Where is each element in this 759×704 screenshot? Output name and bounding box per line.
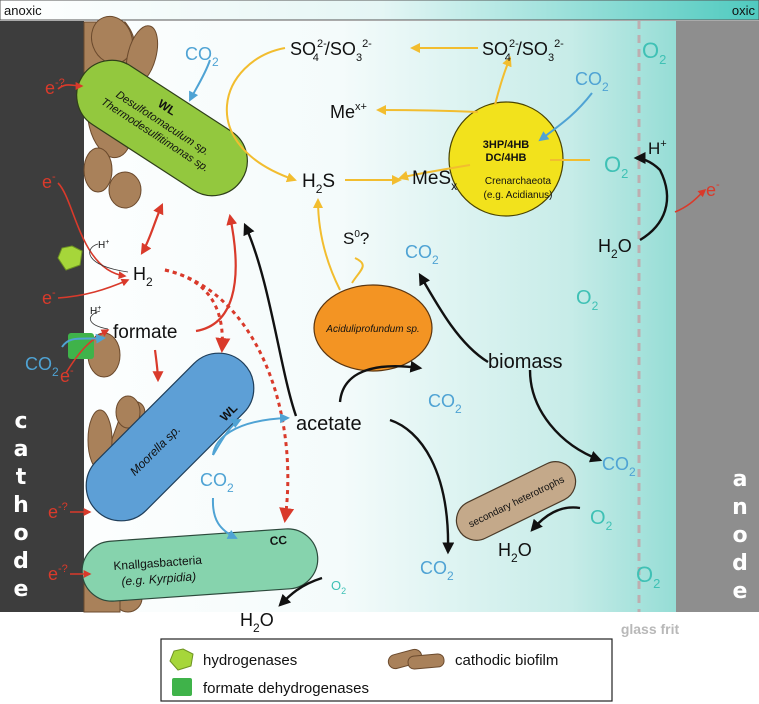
biomass-label: biomass — [488, 351, 562, 373]
proton-label: H+ — [648, 138, 667, 158]
formate-dehydrogenase-marker — [68, 333, 94, 359]
moorella-cell: Moorella sp. — [85, 352, 255, 522]
h2-label: H2 — [133, 264, 153, 289]
co2-label: CO2 — [420, 558, 454, 583]
o2-label: O2 — [604, 152, 628, 181]
cathode-letter: a — [14, 437, 29, 462]
crenarch-pathway-2: DC/4HB — [486, 152, 527, 164]
cathode-letter: e — [14, 577, 29, 602]
legend-biofilm-label: cathodic biofilm — [455, 652, 558, 669]
crenarch-pathway-1: 3HP/4HB — [483, 139, 530, 151]
organic-carbon-arrows — [243, 152, 669, 607]
electron-label: e- — [706, 179, 720, 200]
legend-hydrogenases-label: hydrogenases — [203, 652, 297, 669]
oxygen-gradient-bar — [0, 0, 759, 21]
metal-sulfide-label: MeSx — [412, 168, 457, 193]
knallgas-cc-tag: CC — [269, 533, 288, 548]
sulfate-sulfite-label: SO2-4/SO32- — [290, 38, 372, 64]
o2-label: O2 — [590, 507, 613, 533]
legend-biofilm-icon — [387, 648, 445, 670]
legend-formate-dh-label: formate dehydrogenases — [203, 680, 369, 697]
cathode-electrode — [0, 21, 84, 612]
water-label: H2O — [498, 540, 532, 565]
co2-arrows — [61, 59, 593, 539]
metal-ion-label: Mex+ — [330, 101, 367, 122]
o2-labels: O2 O2 O2 O2 O2 O2 — [331, 38, 666, 596]
electron-label: e-? — [48, 501, 68, 522]
crenarch-name: Crenarchaeota — [485, 176, 552, 187]
legend-hydrogenase-icon — [169, 648, 194, 671]
co2-label: CO2 — [25, 354, 59, 379]
legend: hydrogenases formate dehydrogenases cath… — [160, 638, 613, 702]
sulfur-cycle-arrows — [225, 43, 590, 291]
co2-labels: CO2 CO2 CO2 CO2 CO2 CO2 CO2 CO2 — [25, 44, 636, 583]
cathode-letter: h — [13, 493, 29, 518]
elemental-sulfur-label: S0? — [343, 229, 369, 248]
anode-letter: o — [732, 523, 747, 548]
h2s-label: H2S — [302, 171, 335, 196]
electron-label: e- — [42, 287, 56, 308]
co2-label: CO2 — [575, 69, 609, 94]
electron-arrows — [57, 81, 707, 578]
proton-hooks — [89, 243, 129, 330]
hydrogen-carbon-flux-arrows — [140, 203, 238, 383]
anode-letter: d — [732, 551, 748, 576]
o2-label: O2 — [331, 578, 346, 596]
cathode-label: c a t h o d e — [13, 409, 29, 602]
cathode-letter: t — [16, 465, 27, 490]
h2-dashed-arrows — [164, 268, 295, 523]
cathode-letter: d — [13, 549, 29, 574]
anoxic-label: anoxic — [4, 3, 42, 18]
co2-label: CO2 — [200, 470, 234, 495]
knallgas-name: Knallgasbacteria — [113, 553, 203, 573]
knallgas-example: (e.g. Kyrpidia) — [121, 569, 196, 588]
electron-label: e- — [42, 171, 56, 192]
water-label: H2O — [598, 236, 632, 261]
co2-label: CO2 — [602, 454, 636, 479]
oxic-label: oxic — [732, 3, 756, 18]
hydrogenase-marker — [57, 245, 83, 271]
cathode-letter: c — [14, 409, 27, 434]
o2-label: O2 — [576, 287, 599, 313]
electron-label: e-? — [45, 77, 65, 98]
legend-formate-dh-icon — [172, 678, 192, 696]
co2-label: CO2 — [185, 44, 219, 69]
legend-box — [160, 638, 613, 702]
acetate-label: acetate — [296, 413, 362, 435]
co2-label: CO2 — [405, 242, 439, 267]
glass-frit-label: glass frit — [621, 621, 680, 637]
electron-label: e- — [60, 365, 74, 386]
crenarchaeota-cell: 3HP/4HB DC/4HB Crenarchaeota (e.g. Acidi… — [448, 101, 564, 217]
electron-labels: e-? e- e- e- e-? e-? e- — [42, 77, 720, 584]
species-labels: SO2-4/SO32- SO2-4/SO32- Mex+ H2S MeSx S0… — [90, 38, 667, 635]
anode-electrode — [676, 21, 759, 612]
knallgas-cell: CC Knallgasbacteria (e.g. Kyrpidia) — [81, 528, 319, 602]
anode-letter: e — [733, 579, 748, 604]
crenarch-example: (e.g. Acidianus) — [484, 190, 553, 201]
proton-small-label: H+ — [90, 305, 101, 317]
electron-label: e-? — [48, 563, 68, 584]
co2-label: CO2 — [428, 391, 462, 416]
anode-label: a n o d e — [732, 467, 748, 604]
o2-label: O2 — [642, 38, 666, 67]
proton-small-label: H+ — [98, 239, 109, 251]
sulfate-sulfite-label: SO2-4/SO32- — [482, 38, 564, 64]
cathode-letter: o — [13, 521, 28, 546]
water-label: H2O — [240, 610, 274, 635]
aciduli-name: Aciduliprofundum sp. — [325, 324, 419, 335]
formate-label: formate — [113, 322, 177, 343]
anode-letter: a — [733, 467, 748, 492]
anode-letter: n — [732, 495, 748, 520]
o2-label: O2 — [636, 562, 660, 591]
aciduliprofundum-cell: Aciduliprofundum sp. — [313, 284, 433, 372]
